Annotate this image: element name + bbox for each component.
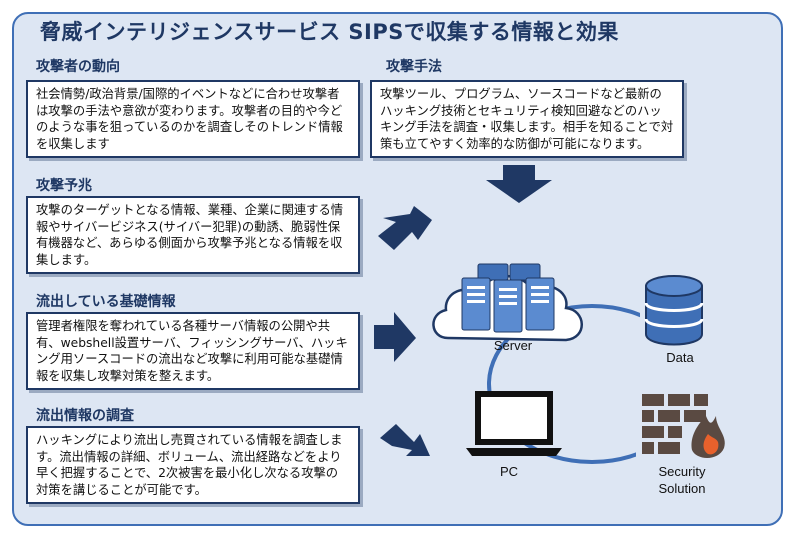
security-label-line2: Solution: [658, 481, 706, 496]
section-heading-attack-methods: 攻撃手法: [386, 59, 442, 75]
section-box-leaked-base-info: 管理者権限を奪われている各種サーバ情報の公開や共有、webshell設置サーバ、…: [26, 312, 360, 390]
data-label: Data: [666, 350, 694, 365]
page-title: 脅威インテリジェンスサービス SIPSで収集する情報と効果: [40, 20, 619, 44]
security-label-line1: Security: [658, 464, 706, 479]
section-box-leak-investigation: ハッキングにより流出し売買されている情報を調査します。流出情報の詳細、ボリューム…: [26, 426, 360, 504]
section-box-attacker-trends: 社会情勢/政治背景/国際的イベントなどに合わせ攻撃者は攻撃の手法や意欲が変わりま…: [26, 80, 360, 158]
pc-label: PC: [499, 464, 519, 479]
arrow-diagonal-down-icon: [378, 206, 432, 250]
section-heading-leaked-base-info: 流出している基礎情報: [36, 294, 176, 310]
laptop-icon: [466, 391, 562, 456]
section-box-attack-signs: 攻撃のターゲットとなる情報、業種、企業に関連する情報やサイバービジネス(サイバー…: [26, 196, 360, 274]
section-heading-leak-investigation: 流出情報の調査: [36, 408, 134, 424]
arrow-down-icon: [486, 165, 552, 203]
section-box-attack-methods: 攻撃ツール、プログラム、ソースコードなど最新のハッキング技術とセキュリティ検知回…: [370, 80, 684, 158]
arrow-right-icon: [374, 312, 416, 362]
firewall-icon: [636, 388, 725, 458]
server-rack-icon: [461, 263, 555, 333]
section-heading-attacker-trends: 攻撃者の動向: [36, 59, 120, 75]
server-label: Server: [493, 338, 533, 353]
section-heading-attack-signs: 攻撃予兆: [36, 178, 92, 194]
arrow-diagonal-up-icon: [380, 424, 430, 456]
